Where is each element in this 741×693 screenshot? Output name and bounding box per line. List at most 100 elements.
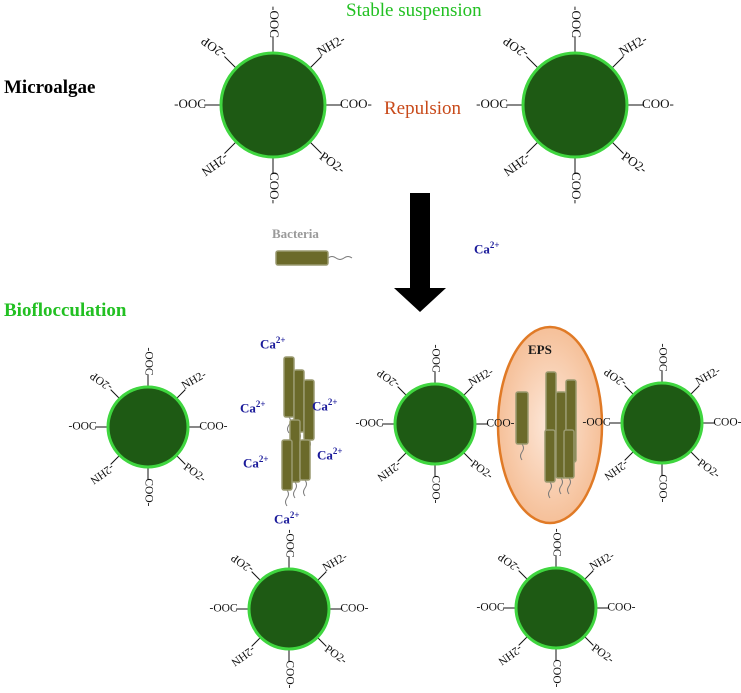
functional-group-label: COO- <box>550 659 562 687</box>
functional-group-label: COO- <box>569 172 584 204</box>
functional-group-label: COO- <box>486 418 514 430</box>
functional-group-label: -2HN <box>198 150 231 180</box>
functional-group-label: NH2- <box>314 31 347 59</box>
bond-line <box>175 454 186 465</box>
calcium-ion-label: Ca2+ <box>274 510 300 527</box>
cell-body <box>514 566 598 650</box>
microalgae-label: Microalgae <box>4 77 96 98</box>
functional-group-label: -OOC <box>209 603 237 615</box>
flagellum <box>303 479 307 497</box>
bacterium-body <box>544 429 556 483</box>
functional-group-label: -OOC <box>429 344 441 372</box>
bond-line <box>224 56 237 69</box>
functional-group-label: -2OP <box>500 34 531 62</box>
functional-group-label: -OOC <box>267 6 282 38</box>
functional-group-label: NH2- <box>180 369 209 393</box>
calcium-ion-label: Ca2+ <box>260 335 286 352</box>
bond-line <box>518 635 529 646</box>
flagellum <box>548 481 552 499</box>
functional-group-label: -2OP <box>602 365 629 389</box>
bond-line <box>611 141 624 154</box>
bond-line <box>397 386 408 397</box>
bacteria-label: Bacteria <box>272 226 319 241</box>
bacterium <box>281 439 293 507</box>
calcium-ion-label: Ca2+ <box>240 399 266 416</box>
repulsion-label: Repulsion <box>384 98 462 119</box>
functional-group-label: PO2- <box>695 457 722 481</box>
bioflocculation-title: Bioflocculation <box>4 300 127 321</box>
functional-group-label: -OOC <box>476 96 508 111</box>
functional-group-label: PO2- <box>589 642 616 666</box>
functional-group-label: -2OP <box>198 34 229 62</box>
bond-line <box>526 56 539 69</box>
functional-group-label: -2OP <box>88 369 115 393</box>
bacterium <box>563 429 575 495</box>
functional-group-label: -2HN <box>228 643 257 668</box>
functional-group-label: -OOC <box>569 6 584 38</box>
functional-group-label: -OOC <box>582 417 610 429</box>
bond-line <box>462 451 473 462</box>
cell-body <box>247 567 331 651</box>
cell-body <box>521 51 629 159</box>
functional-group-label: PO2- <box>468 458 495 482</box>
functional-group-label: -2HN <box>374 458 403 483</box>
eps-label: EPS <box>528 342 552 357</box>
bacterium-body <box>299 439 311 481</box>
bond-line <box>397 451 408 462</box>
functional-group-label: -OOC <box>68 421 96 433</box>
bond-line <box>624 385 635 396</box>
functional-group-label: PO2- <box>619 148 650 176</box>
bond-line <box>689 450 700 461</box>
bacterium <box>275 250 353 266</box>
bond-line <box>526 141 539 154</box>
functional-group-label: -OOC <box>174 96 206 111</box>
functional-group-label: NH2- <box>616 31 649 59</box>
bacterium-body <box>563 429 575 479</box>
bond-line <box>583 635 594 646</box>
bacterium <box>515 391 529 461</box>
calcium-ion-label: Ca2+ <box>312 397 338 414</box>
functional-group-label: COO- <box>340 96 372 111</box>
bond-line <box>251 571 262 582</box>
bond-line <box>175 389 186 400</box>
bond-line <box>689 385 700 396</box>
calcium-ion-label: Ca2+ <box>243 454 269 471</box>
flagellum <box>293 481 297 499</box>
functional-group-label: COO- <box>642 96 674 111</box>
stable-suspension-title: Stable suspension <box>346 0 482 21</box>
flagellum <box>287 416 291 434</box>
functional-group-label: -OOC <box>550 528 562 556</box>
functional-group-label: -2HN <box>495 642 524 667</box>
flagellum <box>327 256 353 260</box>
functional-group-label: -2OP <box>375 366 402 390</box>
functional-group-label: NH2- <box>467 366 496 390</box>
cell-body <box>219 51 327 159</box>
cell-body <box>106 385 190 469</box>
functional-group-label: PO2- <box>317 148 348 176</box>
functional-group-label: NH2- <box>321 551 350 575</box>
bacterium-body <box>283 356 295 418</box>
functional-group-label: -OOC <box>476 602 504 614</box>
flagellum <box>285 489 289 507</box>
bond-line <box>110 454 121 465</box>
bond-line <box>624 450 635 461</box>
functional-group-label: -OOC <box>355 418 383 430</box>
cell-body <box>620 381 704 465</box>
functional-group-label: -OOC <box>283 529 295 557</box>
functional-group-label: COO- <box>283 660 295 688</box>
calcium-ion-label: Ca2+ <box>474 240 500 257</box>
bond-line <box>251 636 262 647</box>
bacterium-body <box>515 391 529 445</box>
bond-line <box>316 636 327 647</box>
bacterium-body <box>281 439 293 491</box>
bond-line <box>110 389 121 400</box>
bond-line <box>583 570 594 581</box>
functional-group-label: NH2- <box>588 550 617 574</box>
